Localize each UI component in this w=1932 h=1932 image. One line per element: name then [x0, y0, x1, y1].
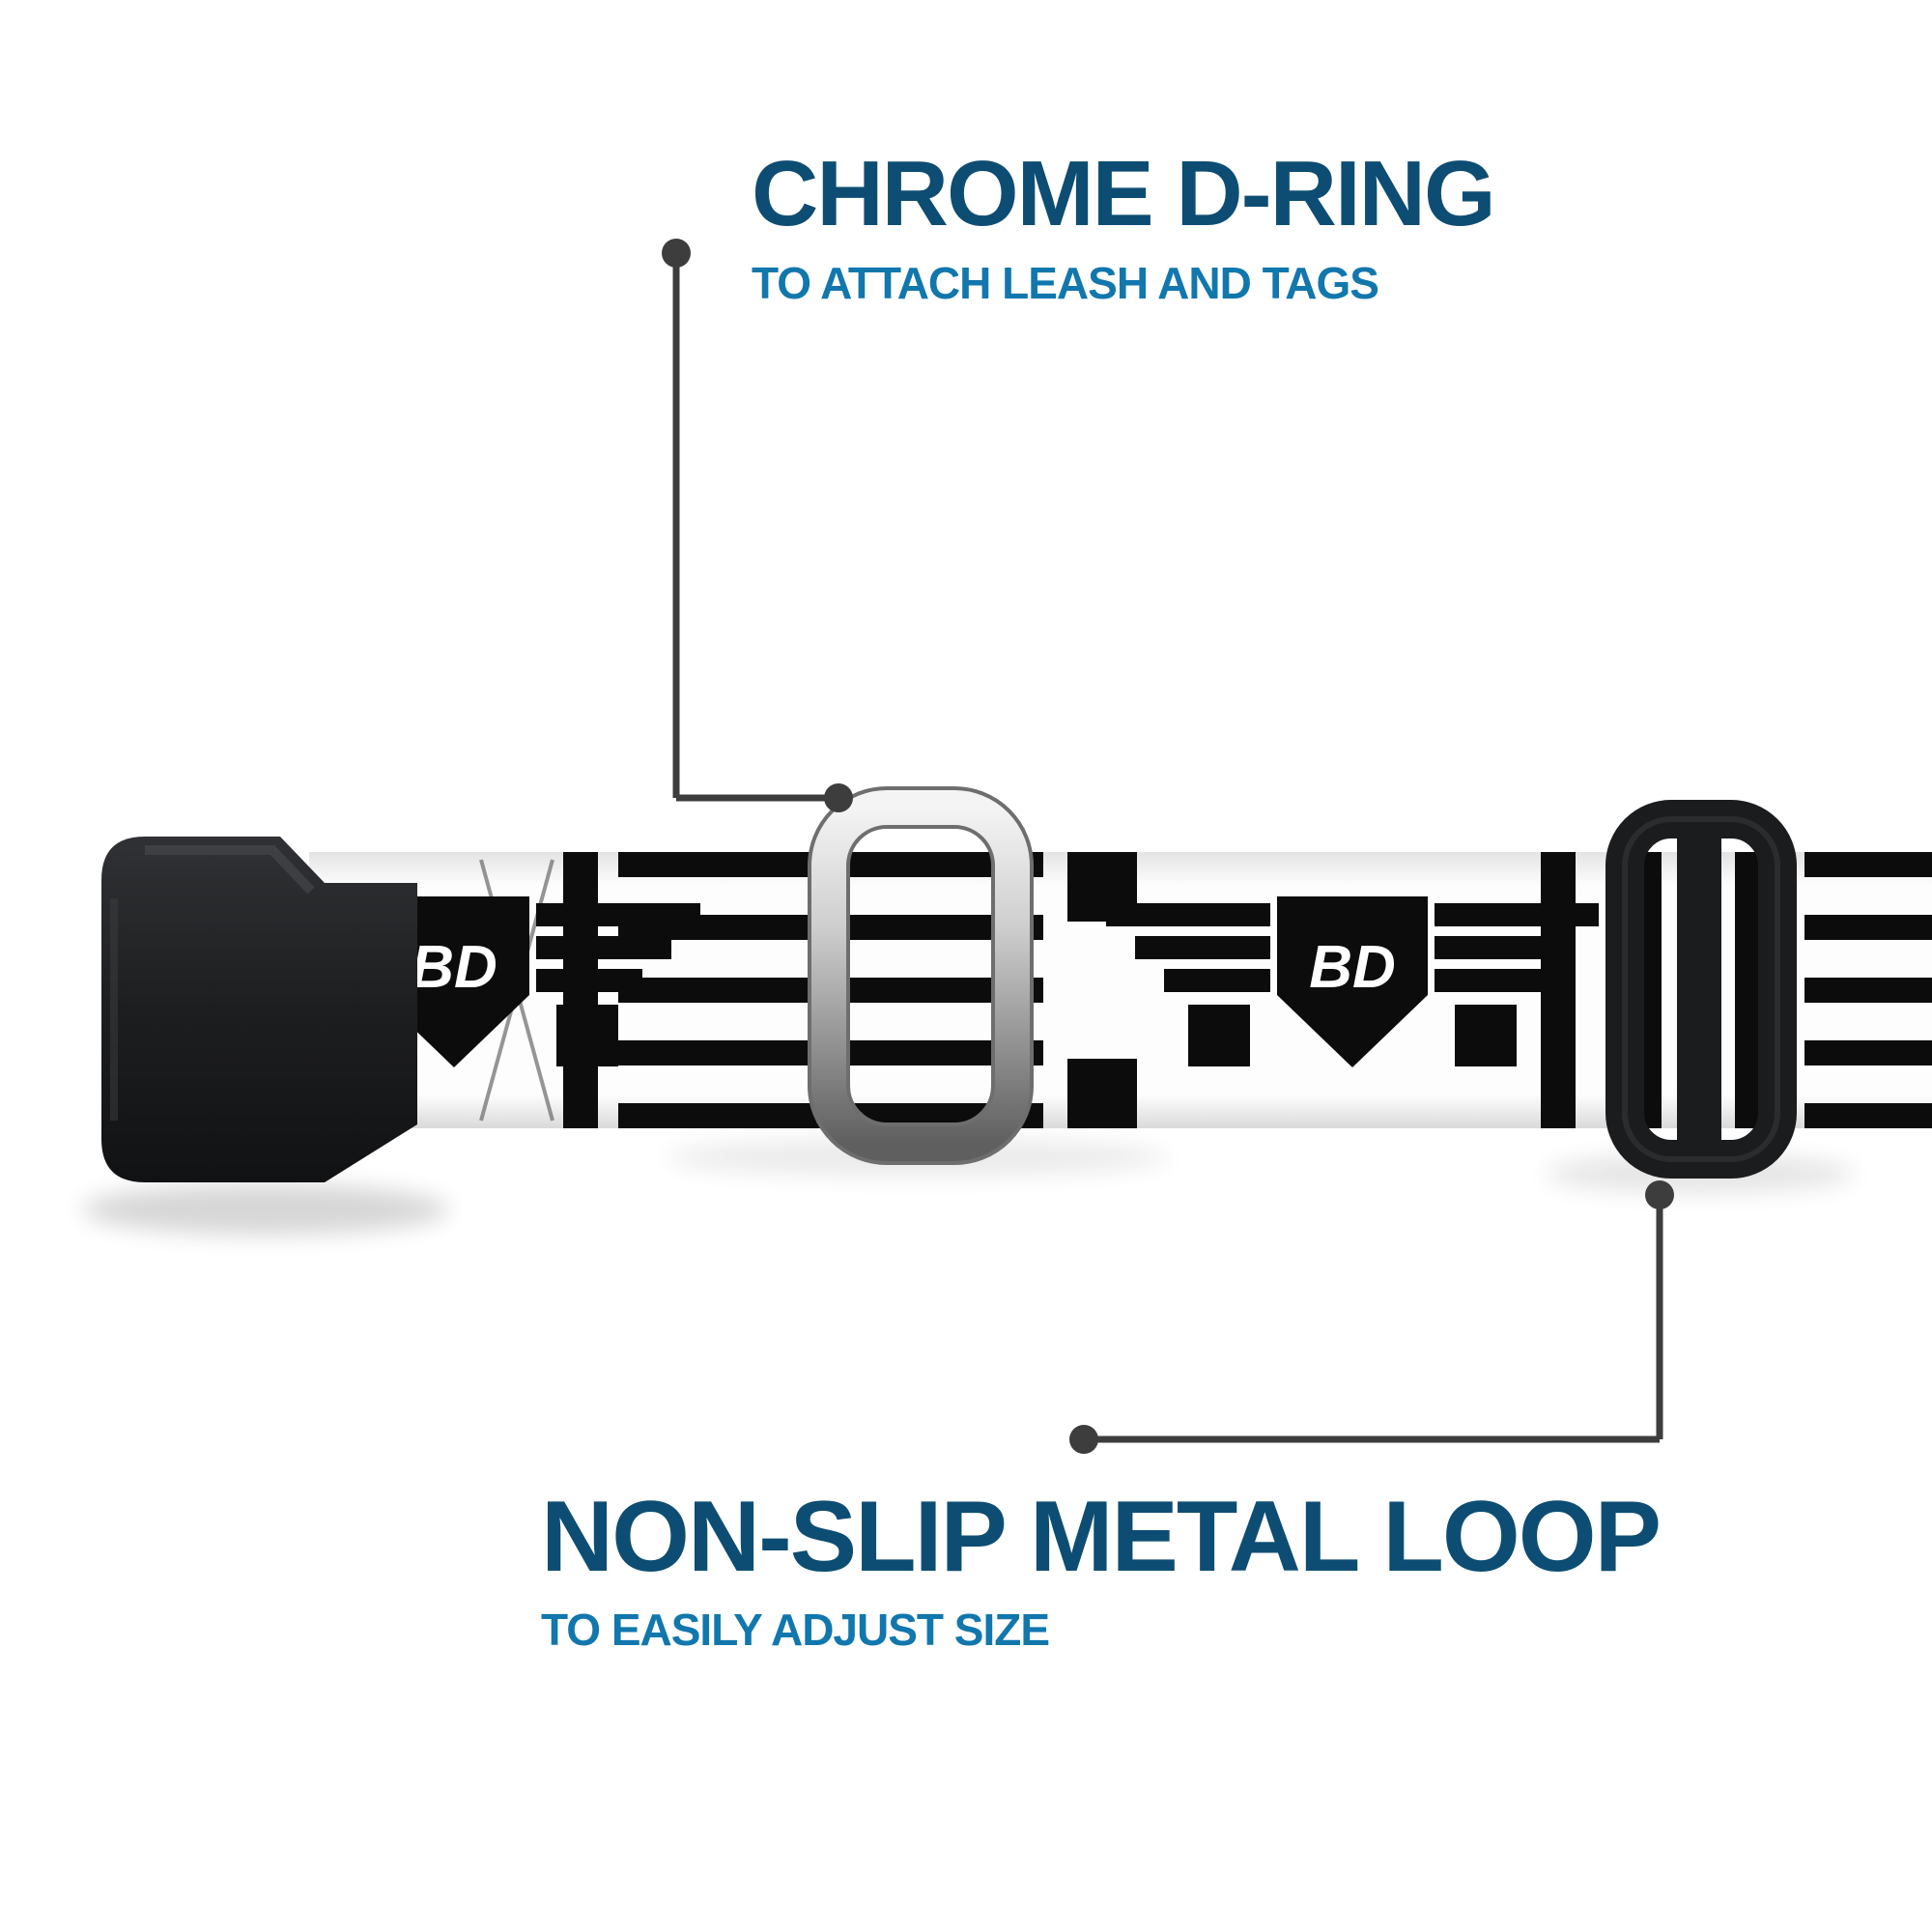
side-release-buckle: [101, 837, 417, 1182]
collar-strap: BD BD: [208, 852, 1932, 1128]
top-callout-title: CHROME D-RING: [752, 142, 1496, 245]
chrome-d-ring: [808, 786, 1034, 1165]
top-callout-subtitle: TO ATTACH LEASH AND TAGS: [752, 257, 1379, 308]
bottom-callout-subtitle: TO EASILY ADJUST SIZE: [541, 1605, 1050, 1656]
bottom-callout-line: [1069, 1180, 1674, 1454]
tri-glide-adjuster: [1605, 800, 1797, 1179]
logo-monogram-2: BD: [1309, 934, 1396, 1001]
bottom-callout: NON-SLIP METAL LOOP TO EASILY ADJUST SIZ…: [541, 1481, 1662, 1656]
bottom-callout-title: NON-SLIP METAL LOOP: [541, 1481, 1662, 1593]
top-callout-line: [662, 239, 853, 812]
top-callout-dot-end: [824, 783, 853, 812]
top-callout-dot-start: [662, 239, 691, 268]
brand-logo-2: BD: [1106, 896, 1599, 1067]
bottom-callout-dot-start: [1645, 1180, 1674, 1209]
bottom-callout-dot-end: [1069, 1425, 1098, 1454]
logo-monogram-1: BD: [411, 934, 497, 1001]
top-callout: CHROME D-RING TO ATTACH LEASH AND TAGS: [752, 142, 1496, 309]
